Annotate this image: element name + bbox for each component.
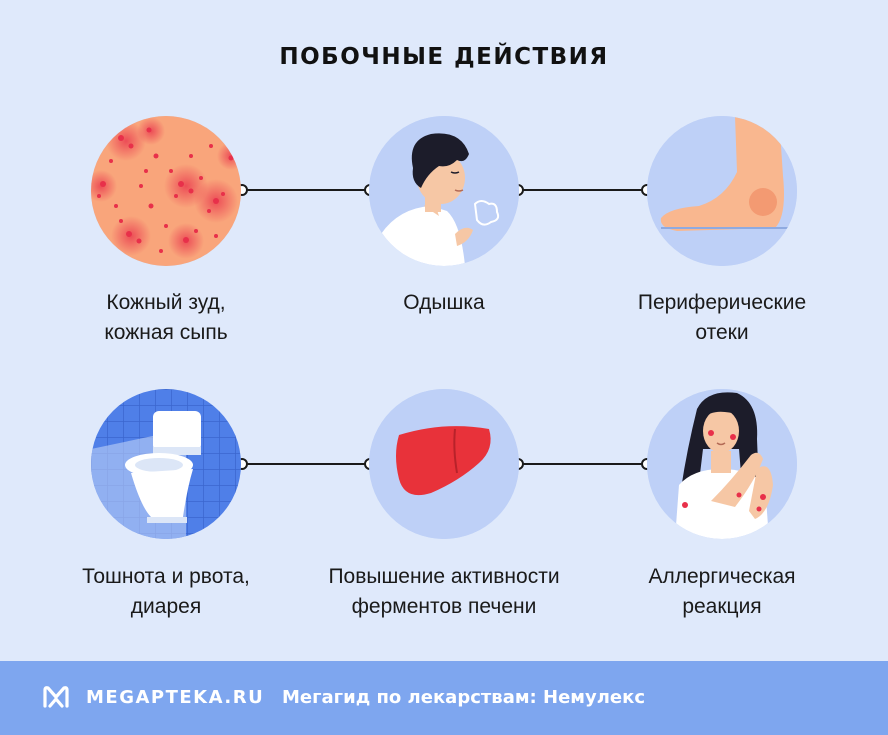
label-skin-rash: Кожный зуд, кожная сыпь	[104, 291, 228, 344]
label-nausea: Тошнота и рвота, диарея	[82, 565, 250, 618]
page-title: ПОБОЧНЫЕ ДЕЙСТВИЯ	[279, 44, 609, 70]
allergic-woman-icon	[647, 389, 797, 539]
shortness-of-breath-icon	[369, 116, 519, 266]
megapteka-logo-icon	[43, 686, 69, 708]
brand-name[interactable]: MEGAPTEKA.RU	[86, 687, 265, 708]
label-liver-enzymes: Повышение активности ферментов печени	[328, 565, 560, 618]
footer-tagline: Мегагид по лекарствам: Немулекс	[282, 687, 646, 708]
footer: MEGAPTEKA.RU Мегагид по лекарствам: Нему…	[0, 661, 888, 735]
toilet-icon	[91, 389, 241, 539]
label-peripheral-edema: Периферические отеки	[637, 291, 807, 344]
label-allergic-reaction: Аллергическая реакция	[648, 565, 796, 618]
swollen-foot-icon	[647, 116, 797, 266]
skin-rash-icon	[91, 116, 241, 266]
label-shortness-of-breath: Одышка	[403, 291, 485, 314]
liver-icon	[369, 389, 519, 539]
